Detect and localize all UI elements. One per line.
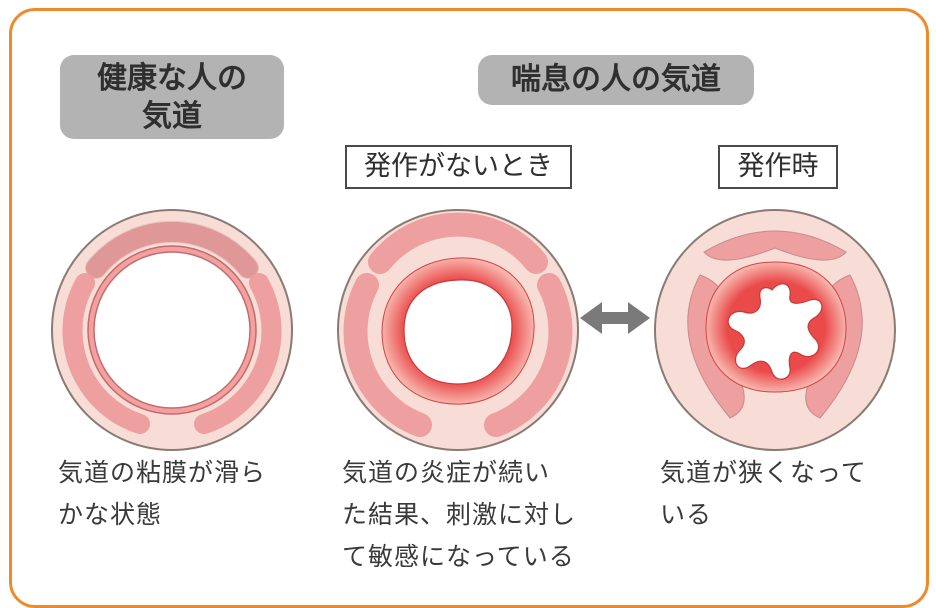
attack-label: 発作時 [718, 145, 838, 189]
healthy-airway-title: 健康な人の 気道 [60, 55, 284, 139]
healthy-airway-diagram [51, 209, 293, 451]
asthma-airway-title: 喘息の人の気道 [478, 55, 754, 105]
no-attack-label: 発作がないとき [345, 145, 572, 189]
attack-caption: 気道が狭くなって いる [660, 458, 867, 529]
transition-arrow-icon [580, 302, 650, 334]
healthy-caption: 気道の粘膜が滑ら かな状態 [58, 458, 267, 529]
no-attack-airway-diagram [337, 209, 579, 451]
airway-illustrations [51, 209, 896, 451]
no-attack-caption: 気道の炎症が続い た結果、刺激に対し て敏感になっている [342, 458, 577, 571]
attack-airway-diagram [654, 209, 896, 451]
